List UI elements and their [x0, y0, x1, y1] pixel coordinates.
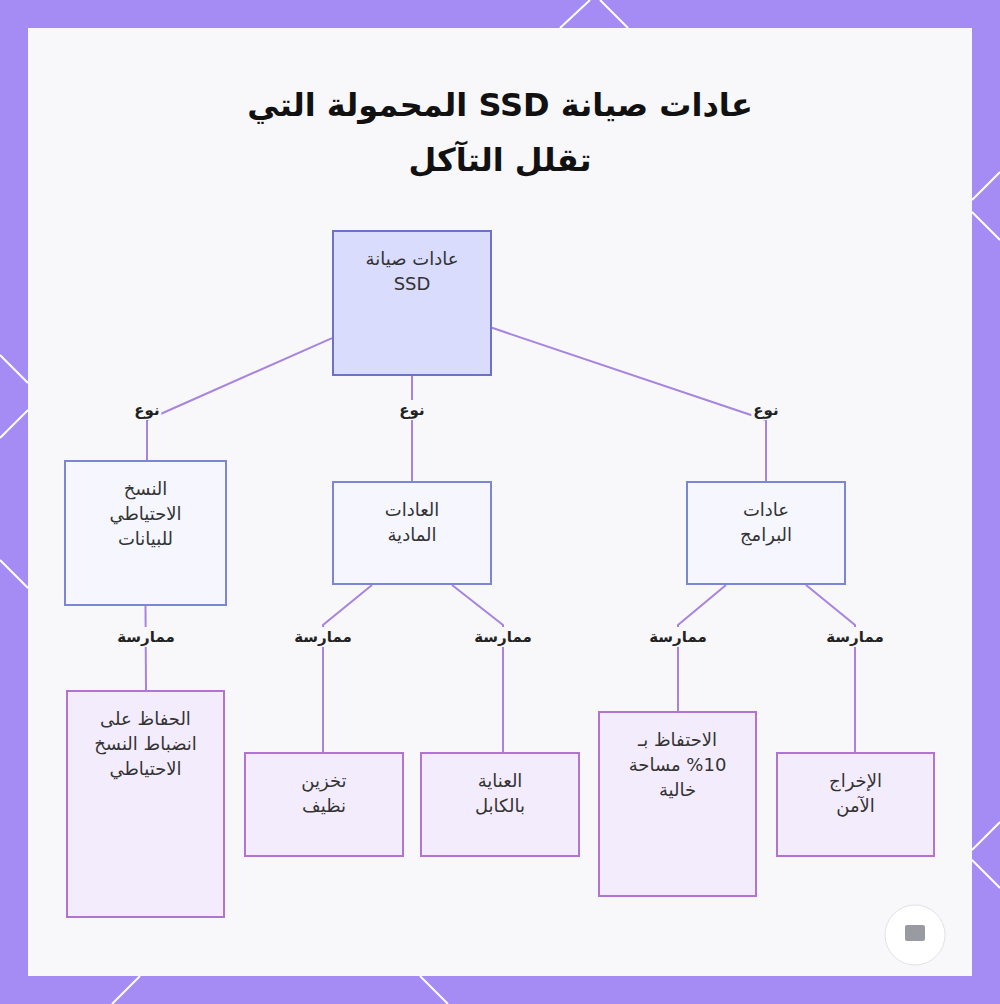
node-text: عادات صيانة SSD	[362, 246, 462, 296]
node-text: النسخ الاحتياطي للبيانات	[98, 476, 193, 551]
frame-line	[112, 976, 140, 1004]
diagram-title: عادات صيانة SSD المحمولة التي تقلل التآك…	[230, 78, 770, 188]
edge-label: ممارسة	[647, 627, 708, 647]
frame-line	[972, 172, 1000, 200]
frame-line	[972, 822, 1000, 850]
node-text: الاحتفاظ بـ 10% مساحة خالية	[628, 727, 728, 802]
practice-box: تخزين نظيف	[244, 752, 404, 857]
practice-box: الحفاظ على انضباط النسخ الاحتياطي	[66, 690, 225, 918]
edge-label: نوع	[751, 400, 780, 420]
connector-line	[806, 585, 855, 752]
edge-label: ممارسة	[472, 627, 533, 647]
category-box: العادات المادية	[332, 481, 492, 585]
edge-label: نوع	[132, 400, 161, 420]
edge-label: ممارسة	[824, 627, 885, 647]
frame-line	[0, 410, 28, 438]
frame-line	[560, 0, 590, 28]
node-text: تخزين نظيف	[289, 768, 359, 818]
frame-line	[972, 212, 1000, 240]
frame-line	[972, 860, 1000, 888]
practice-box: الاحتفاظ بـ 10% مساحة خالية	[598, 711, 757, 897]
node-text: عادات البرامج	[726, 497, 806, 547]
logo-mark	[905, 925, 925, 941]
frame-line	[600, 0, 628, 28]
logo-badge	[885, 905, 945, 965]
edge-label: ممارسة	[115, 627, 176, 647]
frame-line	[0, 560, 28, 588]
connector-line	[452, 585, 503, 752]
category-box: النسخ الاحتياطي للبيانات	[64, 460, 227, 606]
node-text: الحفاظ على انضباط النسخ الاحتياطي	[90, 706, 202, 781]
edge-label: نوع	[397, 400, 426, 420]
connector-line	[678, 585, 726, 711]
root-box: عادات صيانة SSD	[332, 230, 492, 376]
connector-line	[147, 338, 332, 460]
frame-line	[0, 355, 28, 383]
connector-line	[492, 328, 766, 481]
connector-line	[411, 376, 413, 481]
category-box: عادات البرامج	[686, 481, 846, 585]
connector-line	[145, 606, 148, 690]
node-text: العناية بالكابل	[460, 768, 540, 818]
frame-line	[420, 976, 448, 1004]
connector-line	[323, 585, 372, 752]
node-text: العادات المادية	[372, 497, 452, 547]
practice-box: الإخراج الآمن	[776, 752, 935, 857]
practice-box: العناية بالكابل	[420, 752, 580, 857]
node-text: الإخراج الآمن	[818, 768, 893, 818]
edge-label: ممارسة	[292, 627, 353, 647]
